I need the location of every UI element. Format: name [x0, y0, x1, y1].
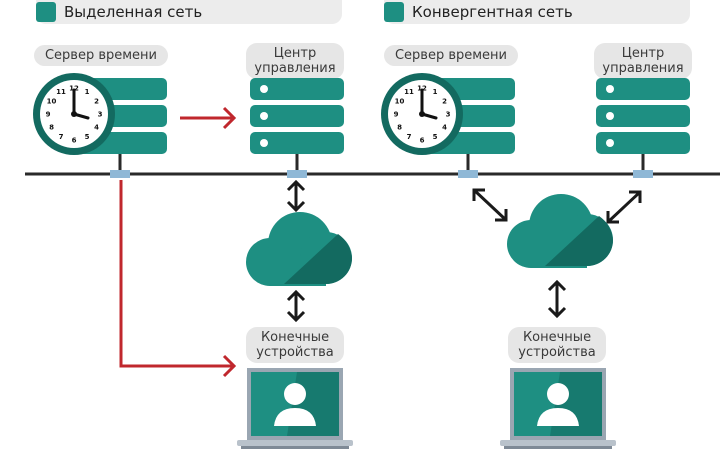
teal-square-icon: [384, 2, 404, 22]
header-converged-network: Конвергентная сеть: [384, 0, 690, 24]
label-time-server-left: Сервер времени: [34, 45, 168, 66]
laptop-icon-left: [237, 368, 353, 449]
label-control-center-left: Центр управления: [246, 43, 344, 79]
teal-square-icon: [36, 2, 56, 22]
clock-number: 3: [98, 111, 103, 119]
header-dedicated-title: Выделенная сеть: [64, 3, 203, 21]
clock-number: 10: [47, 98, 57, 106]
cloud-icon-right: [507, 194, 613, 268]
header-dedicated-network: Выделенная сеть: [36, 0, 342, 24]
clock-number: 5: [433, 133, 438, 141]
cloud-icon-left: [246, 212, 352, 286]
clock-number: 10: [395, 98, 405, 106]
laptop-icon-right: [500, 368, 616, 449]
label-time-server-right: Сервер времени: [384, 45, 518, 66]
double-arrow-cloud-devices-right: [547, 279, 567, 319]
clock-number: 12: [417, 85, 427, 93]
clock-number: 1: [433, 88, 438, 96]
clock-number: 4: [442, 124, 447, 132]
clock-number: 9: [394, 111, 399, 119]
clock-number: 8: [397, 124, 402, 132]
control-center-rack-right: [546, 76, 720, 180]
label-end-devices-right: Конечные устройства: [508, 327, 606, 363]
clock-number: 11: [404, 88, 414, 96]
clock-number: 7: [59, 133, 64, 141]
clock-number: 8: [49, 124, 54, 132]
clock-number: 12: [69, 85, 79, 93]
double-arrow-control-cloud-left: [286, 179, 306, 213]
clock-number: 2: [94, 98, 99, 106]
double-arrow-control-cloud-right: [606, 190, 642, 224]
clock-number: 6: [72, 137, 77, 145]
clock-number: 1: [85, 88, 90, 96]
clock-number: 5: [85, 133, 90, 141]
red-arrow-time-to-control: [180, 106, 237, 130]
label-control-center-right: Центр управления: [594, 43, 692, 79]
clock-number: 4: [94, 124, 99, 132]
header-converged-title: Конвергентная сеть: [412, 3, 573, 21]
red-arrow-time-to-devices: [119, 180, 237, 378]
clock-number: 3: [446, 111, 451, 119]
double-arrow-time-server-cloud: [472, 188, 508, 222]
control-center-rack-left: [200, 76, 394, 180]
clock-number: 9: [46, 111, 51, 119]
clock-number: 7: [407, 133, 412, 141]
label-end-devices-left: Конечные устройства: [246, 327, 344, 363]
clock-number: 6: [420, 137, 425, 145]
clock-number: 2: [442, 98, 447, 106]
double-arrow-cloud-devices-left: [286, 289, 306, 323]
clock-number: 11: [56, 88, 66, 96]
